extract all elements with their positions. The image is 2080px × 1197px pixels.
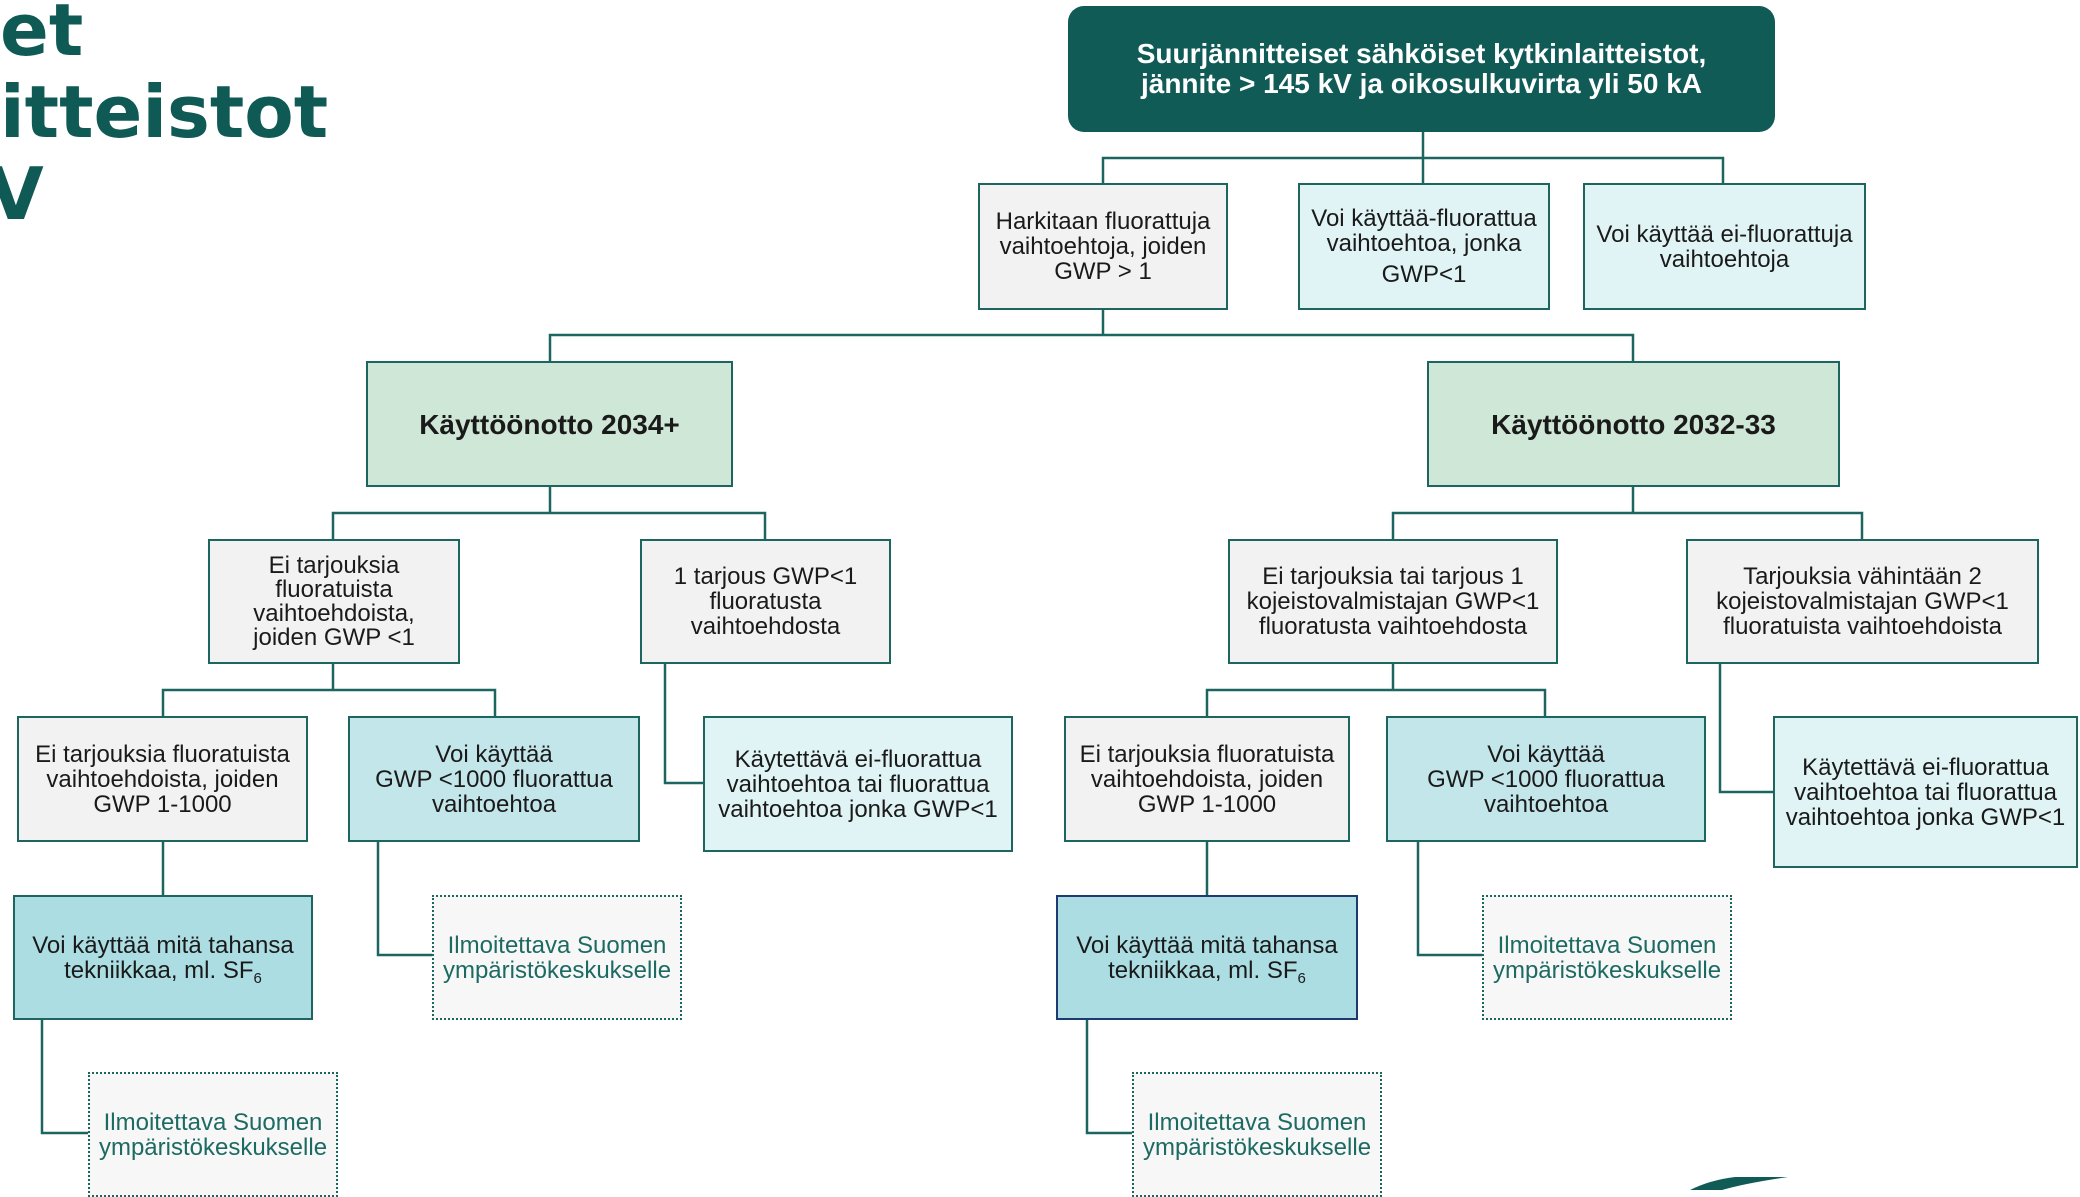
left-no-offers-line-2: fluoratuista: [275, 575, 393, 603]
right-no-offers-1000-box: Ei tarjouksia fluoratuista vaihtoehdoist…: [1064, 716, 1350, 842]
right-use-nonfluor-box: Käytettävä ei-fluorattua vaihtoehtoa tai…: [1773, 716, 2078, 868]
connector-left-gwp1000: [376, 842, 432, 957]
left-notify-a-line-2: ympäristökeskukselle: [442, 956, 672, 984]
connector-right-bus: [1391, 511, 1864, 539]
fluorinated-ok-line-2: vaihtoehtoa, jonka: [1326, 230, 1522, 257]
deployment-2034-box: Käyttöönotto 2034+: [366, 361, 733, 487]
left-one-offer-line-2: fluoratusta: [709, 588, 822, 615]
right-no-offers-box: Ei tarjouksia tai tarjous 1 kojeistovalm…: [1228, 539, 1558, 664]
non-fluorinated-line-1: Voi käyttää ei-fluorattuja: [1596, 220, 1853, 248]
fluorinated-gwp1-ok-box: Voi käyttää-fluorattua vaihtoehtoa, jonk…: [1298, 183, 1550, 310]
deployment-2032-box: Käyttöönotto 2032-33: [1427, 361, 1840, 487]
left-any-tech-line-1: Voi käyttää mitä tahansa: [32, 931, 294, 959]
right-any-tech-line-2: tekniikkaa, ml. SF6: [1108, 956, 1306, 986]
left-use-nonfluor-line-2: vaihtoehtoa tai fluorattua: [726, 770, 990, 798]
page-title-line-3: V: [0, 152, 44, 236]
left-no-offers-1000-line-2: vaihtoehdoista, joiden: [46, 765, 279, 793]
left-notify-b-line-1: Ilmoitettava Suomen: [103, 1108, 323, 1136]
left-no-offers-box: Ei tarjouksia fluoratuista vaihtoehdoist…: [208, 539, 460, 664]
right-no-offers-line-2: kojeistovalmistajan GWP<1: [1246, 588, 1540, 615]
right-gwp1000-line-2: GWP <1000 fluorattua: [1427, 765, 1665, 793]
right-use-nonfluor-line-3: vaihtoehtoa jonka GWP<1: [1785, 803, 2066, 831]
right-use-nonfluor-line-2: vaihtoehtoa tai fluorattua: [1794, 778, 2057, 806]
left-gwp1000-line-2: GWP <1000 fluorattua: [375, 765, 613, 793]
connector-right-gwp1000: [1416, 842, 1482, 957]
right-two-offers-box: Tarjouksia vähintään 2 kojeistovalmistaj…: [1686, 539, 2039, 664]
connector-left-one-offer: [663, 664, 703, 785]
right-no-offers-1000-line-1: Ei tarjouksia fluoratuista: [1079, 740, 1335, 768]
connector-level1-bus: [1101, 156, 1725, 183]
left-use-nonfluor-box: Käytettävä ei-fluorattua vaihtoehtoa tai…: [703, 716, 1013, 852]
consider-line-3: GWP > 1: [1054, 258, 1152, 285]
page-title-line-1: et: [0, 0, 84, 72]
right-notify-a-line-2: ympäristökeskukselle: [1492, 956, 1722, 984]
right-gwp1000-box: Voi käyttää GWP <1000 fluorattua vaihtoe…: [1386, 716, 1706, 842]
right-no-offers-line-3: fluoratusta vaihtoehdosta: [1258, 613, 1528, 640]
left-notify-a-line-1: Ilmoitettava Suomen: [447, 931, 667, 959]
fluorinated-ok-line-3: GWP<1: [1381, 261, 1467, 288]
left-no-offers-line-1: Ei tarjouksia: [268, 551, 400, 579]
page-title-line-2: itteistot: [0, 70, 329, 154]
right-gwp1000-line-1: Voi käyttää: [1487, 740, 1605, 768]
left-notify-b-line-2: ympäristökeskukselle: [98, 1133, 328, 1161]
right-notify-b-line-1: Ilmoitettava Suomen: [1147, 1108, 1367, 1136]
right-notify-box-b: Ilmoitettava Suomen ympäristökeskukselle: [1132, 1072, 1382, 1197]
connector-right-two-offers: [1718, 664, 1773, 794]
non-fluorinated-line-2: vaihtoehtoja: [1659, 245, 1790, 273]
right-two-offers-line-3: fluoratuista vaihtoehdoista: [1723, 613, 2002, 640]
left-one-offer-box: 1 tarjous GWP<1 fluoratusta vaihtoehdost…: [640, 539, 891, 664]
right-any-tech-text: tekniikkaa, ml. SF: [1108, 956, 1298, 984]
fluorinated-ok-line-1: Voi käyttää-fluorattua: [1311, 205, 1537, 232]
left-any-tech-line-2: tekniikkaa, ml. SF6: [64, 956, 262, 986]
right-gwp1000-line-3: vaihtoehtoa: [1483, 790, 1609, 818]
right-two-offers-line-1: Tarjouksia vähintään 2: [1743, 563, 1982, 590]
root-line-2: jännite > 145 kV ja oikosulkuvirta yli 5…: [1140, 68, 1703, 99]
left-notify-box-a: Ilmoitettava Suomen ympäristökeskukselle: [432, 895, 682, 1020]
left-notify-box-b: Ilmoitettava Suomen ympäristökeskukselle: [88, 1072, 338, 1197]
right-use-nonfluor-line-1: Käytettävä ei-fluorattua: [1802, 753, 2049, 781]
left-no-offers-1000-box: Ei tarjouksia fluoratuista vaihtoehdoist…: [17, 716, 308, 842]
sf6-subscript: 6: [253, 969, 262, 987]
right-any-tech-box: Voi käyttää mitä tahansa tekniikkaa, ml.…: [1056, 895, 1358, 1020]
connector-deploy-bus: [548, 333, 1635, 361]
right-no-offers-1000-line-2: vaihtoehdoista, joiden: [1090, 765, 1324, 793]
left-use-nonfluor-line-3: vaihtoehtoa jonka GWP<1: [718, 795, 998, 823]
left-no-offers-1000-line-3: GWP 1-1000: [93, 790, 232, 818]
consider-line-1: Harkitaan fluorattuja: [995, 208, 1211, 235]
left-no-offers-line-4: joiden GWP <1: [253, 623, 415, 651]
consider-fluorinated-box: Harkitaan fluorattuja vaihtoehtoja, joid…: [978, 183, 1228, 310]
right-notify-box-a: Ilmoitettava Suomen ympäristökeskukselle: [1482, 895, 1732, 1020]
right-no-offers-line-1: Ei tarjouksia tai tarjous 1: [1262, 563, 1524, 590]
left-one-offer-line-1: 1 tarjous GWP<1: [673, 563, 858, 590]
root-line-1: Suurjännitteiset sähköiset kytkinlaittei…: [1136, 38, 1707, 69]
right-any-tech-line-1: Voi käyttää mitä tahansa: [1076, 931, 1338, 959]
left-no-offers-line-3: vaihtoehdoista,: [253, 599, 415, 627]
connector-left-bus: [331, 511, 767, 539]
non-fluorinated-ok-box: Voi käyttää ei-fluorattuja vaihtoehtoja: [1583, 183, 1866, 310]
right-no-offers-1000-line-3: GWP 1-1000: [1137, 790, 1277, 818]
left-gwp1000-line-1: Voi käyttää: [435, 740, 553, 768]
left-gwp1000-box: Voi käyttää GWP <1000 fluorattua vaihtoe…: [348, 716, 640, 842]
connector-left-bus-2: [161, 688, 497, 716]
connector-left-any-notify: [40, 1020, 88, 1135]
left-one-offer-line-3: vaihtoehdosta: [690, 613, 841, 640]
right-notify-b-line-2: ympäristökeskukselle: [1142, 1133, 1372, 1161]
consider-line-2: vaihtoehtoja, joiden: [999, 233, 1207, 260]
deployment-2034-label: Käyttöönotto 2034+: [419, 408, 680, 440]
left-gwp1000-line-3: vaihtoehtoa: [431, 790, 557, 818]
connector-right-bus-2: [1205, 688, 1547, 716]
left-use-nonfluor-line-1: Käytettävä ei-fluorattua: [734, 745, 982, 773]
left-any-tech-box: Voi käyttää mitä tahansa tekniikkaa, ml.…: [13, 895, 313, 1020]
root-node: Suurjännitteiset sähköiset kytkinlaittei…: [1068, 6, 1775, 132]
logo-fragment: [1690, 1177, 1788, 1190]
left-any-tech-text: tekniikkaa, ml. SF: [64, 956, 254, 984]
deployment-2032-label: Käyttöönotto 2032-33: [1491, 408, 1776, 440]
left-no-offers-1000-line-1: Ei tarjouksia fluoratuista: [35, 740, 290, 768]
connector-right-any-notify: [1085, 1020, 1132, 1135]
right-notify-a-line-1: Ilmoitettava Suomen: [1497, 931, 1717, 959]
right-two-offers-line-2: kojeistovalmistajan GWP<1: [1716, 588, 2009, 615]
sf6-subscript: 6: [1297, 969, 1306, 987]
